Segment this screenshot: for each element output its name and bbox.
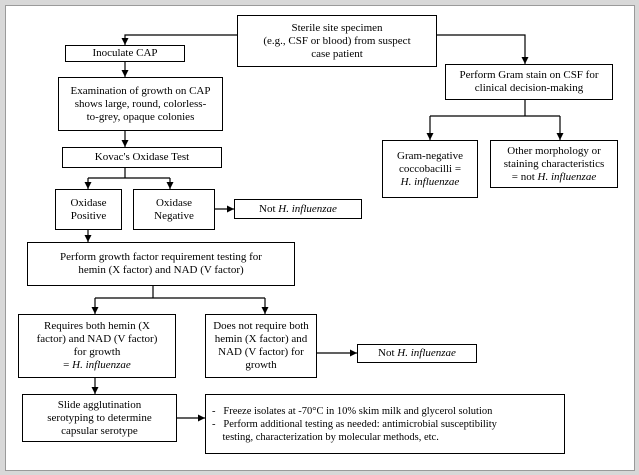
box-does-not-require: Does not require both hemin (X factor) a… bbox=[205, 314, 317, 378]
box-kovacs-oxidase-test: Kovac's Oxidase Test bbox=[62, 147, 222, 168]
organism-name: H. influenzae bbox=[72, 359, 131, 371]
text: Requires both hemin (X bbox=[43, 320, 150, 332]
text: (e.g., CSF or blood) from suspect bbox=[263, 34, 411, 47]
text: to-grey, opaque colonies bbox=[86, 110, 195, 123]
text: Oxidase bbox=[155, 196, 193, 209]
box-gram-stain: Perform Gram stain on CSF for clinical d… bbox=[445, 64, 613, 100]
text: Slide agglutination bbox=[57, 398, 142, 411]
text: Gram-negative bbox=[397, 149, 463, 162]
arrow-specimen-to-inoculate bbox=[121, 34, 237, 45]
text: Sterile site specimen bbox=[291, 21, 383, 34]
text: Inoculate CAP bbox=[92, 47, 158, 59]
box-examination: Examination of growth on CAP shows large… bbox=[58, 77, 223, 131]
text: Not bbox=[259, 202, 279, 215]
connector-growth-split bbox=[95, 286, 265, 299]
text: for growth bbox=[73, 346, 121, 358]
box-requires-both: Requires both hemin (X factor) and NAD (… bbox=[18, 314, 176, 378]
box-other-morphology: Other morphology or staining characteris… bbox=[490, 140, 618, 188]
organism-name: H. influenzae bbox=[537, 170, 597, 183]
organism-name: H. influenzae bbox=[400, 175, 460, 188]
text: hemin (X factor) and bbox=[214, 333, 308, 345]
box-growth-factor-testing: Perform growth factor requirement testin… bbox=[27, 242, 295, 286]
text: Oxidase bbox=[70, 196, 107, 209]
text: Not H. influenzae bbox=[259, 203, 337, 216]
organism-name: H. influenzae bbox=[278, 202, 337, 215]
text: NAD (V factor) for bbox=[218, 346, 304, 358]
box-oxidase-negative: Oxidase Negative bbox=[133, 189, 215, 230]
text: = H. influenzae bbox=[63, 359, 131, 372]
box-freeze-and-additional-testing: - Freeze isolates at -70°C in 10% skim m… bbox=[205, 394, 565, 454]
text: serotyping to determine bbox=[47, 411, 152, 424]
text: Not H. influenzae bbox=[378, 347, 456, 360]
organism-name: H. influenzae bbox=[397, 347, 456, 359]
text: Examination of growth on CAP bbox=[70, 84, 211, 97]
box-oxidase-positive: Oxidase Positive bbox=[55, 189, 122, 230]
text: Positive bbox=[70, 209, 107, 222]
connector-gram-split bbox=[430, 100, 560, 117]
text: case patient bbox=[311, 47, 363, 60]
text: = bbox=[63, 359, 73, 371]
text: Perform Gram stain on CSF for bbox=[459, 69, 599, 81]
connector-kovacs-split bbox=[88, 168, 170, 179]
box-inoculate-cap: Inoculate CAP bbox=[65, 45, 185, 62]
arrow-specimen-to-gram bbox=[437, 34, 529, 64]
text: Perform growth factor requirement testin… bbox=[60, 251, 262, 263]
text: Negative bbox=[154, 209, 194, 222]
box-slide-agglutination: Slide agglutination serotyping to determ… bbox=[22, 394, 177, 442]
box-specimen: Sterile site specimen (e.g., CSF or bloo… bbox=[237, 15, 437, 67]
text: coccobacilli = bbox=[398, 162, 462, 175]
box-not-h-influenzae-2: Not H. influenzae bbox=[357, 344, 477, 363]
text: = not H. influenzae bbox=[512, 171, 596, 184]
box-gram-negative-coccobacilli: Gram-negative coccobacilli = H. influenz… bbox=[382, 140, 478, 198]
box-not-h-influenzae-1: Not H. influenzae bbox=[234, 199, 362, 219]
text: Kovac's Oxidase Test bbox=[94, 151, 190, 163]
text: factor) and NAD (V factor) bbox=[36, 333, 158, 345]
text: shows large, round, colorless- bbox=[74, 97, 207, 110]
text: clinical decision-making bbox=[474, 82, 584, 94]
text: Other morphology or bbox=[507, 144, 601, 157]
text: - Freeze isolates at -70°C in 10% skim m… bbox=[212, 405, 493, 417]
text: = not bbox=[511, 170, 538, 183]
text: capsular serotype bbox=[61, 424, 138, 437]
text: growth bbox=[245, 359, 277, 371]
text: - Perform additional testing as needed: … bbox=[212, 418, 497, 430]
text: Not bbox=[378, 347, 398, 359]
text: hemin (X factor) and NAD (V factor) bbox=[78, 264, 244, 276]
text: testing, characterization by molecular m… bbox=[212, 431, 439, 443]
text: staining characteristics bbox=[503, 157, 605, 170]
text: Does not require both bbox=[213, 320, 309, 332]
